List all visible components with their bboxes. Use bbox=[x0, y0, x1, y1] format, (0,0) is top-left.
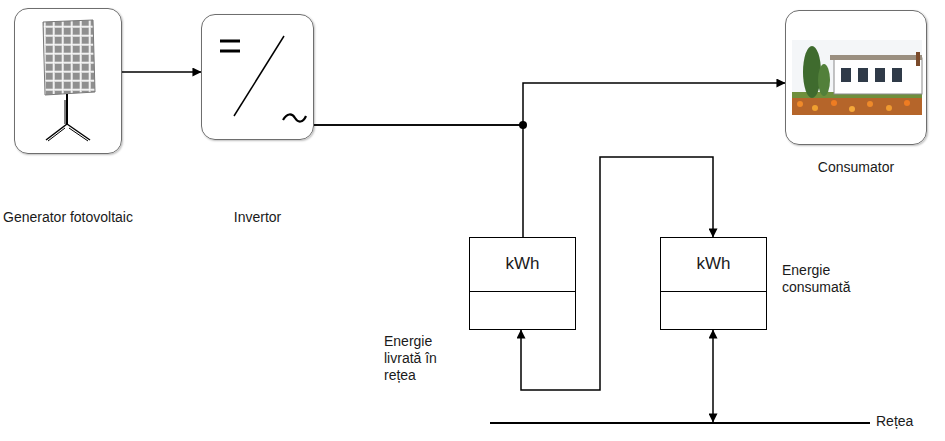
flower bbox=[849, 106, 855, 112]
chimney bbox=[916, 52, 920, 66]
pv-leg bbox=[48, 128, 65, 141]
pv-generator-box: Generator fotovoltaic bbox=[14, 8, 122, 154]
power-connector bbox=[314, 83, 785, 125]
pv-leg bbox=[67, 124, 90, 140]
flower bbox=[812, 105, 818, 111]
dc-sign bbox=[220, 40, 240, 43]
sky bbox=[792, 40, 922, 115]
node-label: Rețea bbox=[876, 413, 913, 430]
window bbox=[841, 68, 851, 82]
tree bbox=[818, 64, 830, 96]
inverter-box: Invertor bbox=[201, 14, 314, 140]
inverter-symbol bbox=[220, 36, 306, 122]
window bbox=[875, 68, 885, 82]
pv-pole bbox=[65, 100, 66, 124]
power-connector bbox=[122, 71, 201, 73]
meter-divider bbox=[661, 291, 766, 292]
roof bbox=[830, 55, 922, 60]
pv-panel bbox=[43, 20, 95, 95]
pv-leg bbox=[46, 124, 67, 140]
tree bbox=[803, 46, 821, 98]
inverter-diagonal bbox=[234, 36, 284, 116]
meter-divider bbox=[470, 291, 575, 292]
window bbox=[858, 68, 868, 82]
flower bbox=[797, 101, 803, 107]
meter-unit: kWh bbox=[661, 254, 766, 274]
export-meter: kWhEnergie livrată în rețea bbox=[469, 237, 576, 330]
power-connector bbox=[712, 330, 714, 422]
flower bbox=[867, 101, 873, 107]
power-connector bbox=[314, 125, 523, 237]
meter-unit: kWh bbox=[470, 254, 575, 274]
node-label: Consumator bbox=[766, 159, 945, 176]
flower bbox=[886, 105, 892, 111]
pv-panel-icon bbox=[43, 20, 95, 141]
building bbox=[834, 58, 922, 94]
window bbox=[892, 68, 902, 82]
flower bbox=[904, 100, 910, 106]
node-label: Generator fotovoltaic bbox=[0, 209, 141, 226]
flower bbox=[831, 100, 837, 106]
pv-pole bbox=[66, 94, 68, 124]
node-label: Invertor bbox=[182, 209, 333, 226]
node-label: Energie consumată bbox=[782, 262, 872, 296]
ac-sign bbox=[283, 114, 306, 121]
node-label: Energie livrată în rețea bbox=[384, 333, 462, 384]
house-picture bbox=[792, 40, 922, 115]
consumer-box: Consumator bbox=[785, 10, 927, 145]
grid-bus: Rețea bbox=[490, 422, 870, 424]
import-meter: kWhEnergie consumată bbox=[660, 237, 767, 330]
pv-leg bbox=[69, 128, 88, 141]
dc-sign bbox=[220, 50, 240, 53]
power-connector bbox=[521, 157, 713, 390]
